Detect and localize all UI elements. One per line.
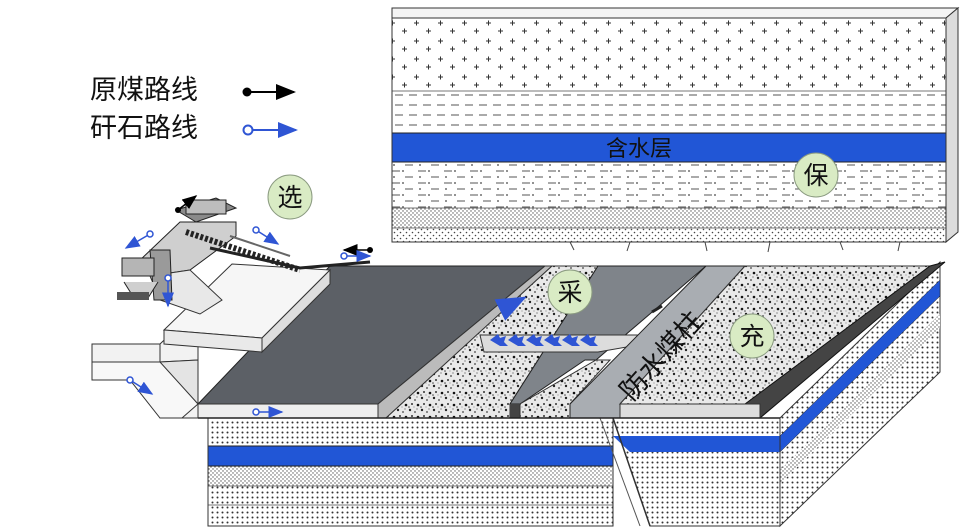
select-marker: 选	[267, 174, 313, 220]
aquifer-layer-upper	[392, 133, 946, 162]
upper-strata-block	[391, 6, 960, 253]
strata-layer-dashdot	[392, 162, 946, 208]
protect-label: 保	[803, 161, 828, 190]
gangue-backfill-arrows	[490, 334, 598, 346]
legend-gangue-label: 矸石路线	[90, 113, 198, 144]
strata-layer-cross	[392, 18, 946, 91]
legend: 原煤路线 矸石路线	[90, 75, 298, 144]
raw-coal-route-dot	[242, 87, 252, 97]
strata-layer-fine	[392, 208, 946, 228]
conveyor-belt-2	[209, 246, 371, 270]
lower-strata-block	[207, 260, 941, 528]
protect-marker: 保	[793, 152, 839, 198]
fill-label: 充	[739, 322, 764, 351]
mine-marker: 采	[547, 269, 593, 315]
fill-marker: 充	[729, 313, 775, 359]
legend-raw-coal-label: 原煤路线	[90, 75, 198, 106]
aquifer-layer-lower	[208, 446, 613, 466]
gangue-route-dot	[242, 124, 254, 136]
mine-label: 采	[557, 278, 582, 307]
preparation-plant	[91, 195, 663, 419]
select-label: 选	[277, 183, 302, 212]
aquifer-label: 含水层	[606, 137, 672, 162]
strata-layer-dot	[392, 228, 946, 242]
strata-layer-dash	[392, 91, 946, 133]
